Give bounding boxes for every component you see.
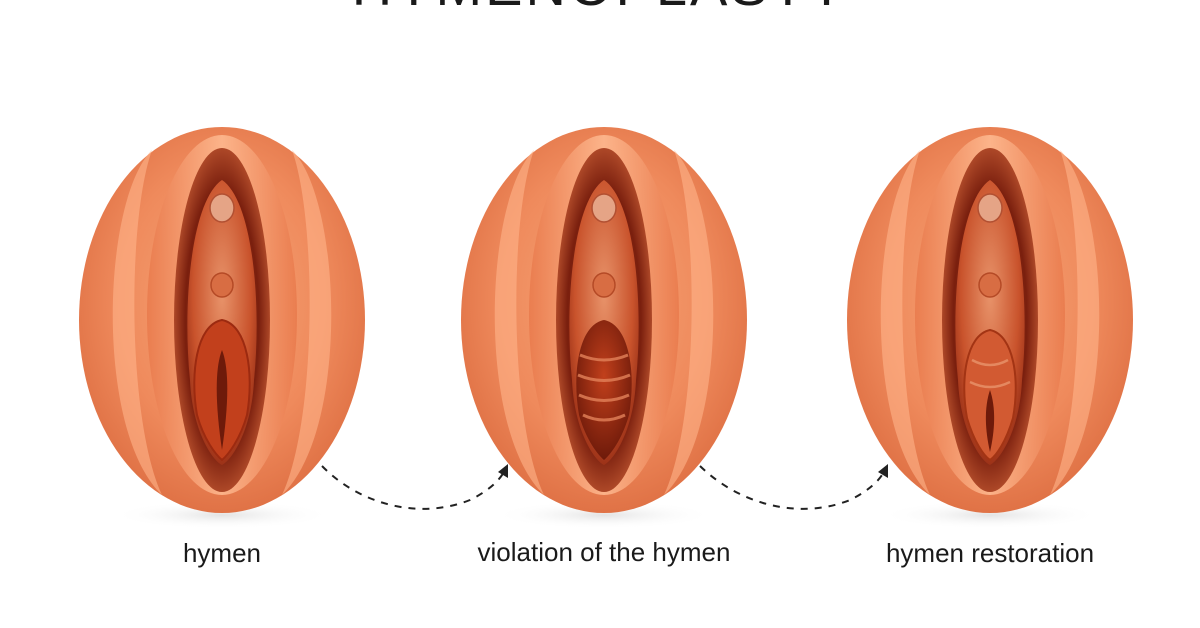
caption-hymen: hymen — [182, 538, 262, 568]
torn-hymen-opening — [576, 320, 632, 460]
caption-restoration: hymen restoration — [885, 538, 1095, 568]
figure-shadow — [494, 501, 714, 529]
clitoris — [977, 193, 1003, 223]
figure-restoration — [847, 127, 1133, 529]
urethral-opening — [978, 272, 1002, 298]
arrow-head-icon — [878, 464, 888, 478]
vaginal-opening — [985, 390, 995, 452]
dashed-arrow-path — [699, 465, 886, 510]
caption-violation: violation of the hymen — [477, 537, 731, 567]
arrow-head-icon — [498, 464, 508, 478]
page-title: HYMENOPLASTY — [0, 0, 1200, 14]
hymen-remnants — [577, 353, 631, 422]
urethral-opening — [210, 272, 234, 298]
figure-violation — [461, 127, 747, 529]
dashed-arrow-path — [321, 465, 506, 510]
figure-hymen — [79, 127, 365, 529]
clitoris — [591, 193, 617, 223]
arrow-2 — [699, 464, 888, 510]
urethral-opening — [592, 272, 616, 298]
figure-shadow — [112, 501, 332, 529]
vaginal-opening — [216, 350, 228, 450]
suture-lines — [969, 358, 1011, 389]
clitoris — [209, 193, 235, 223]
arrow-1 — [321, 464, 508, 510]
figure-shadow — [880, 501, 1100, 529]
